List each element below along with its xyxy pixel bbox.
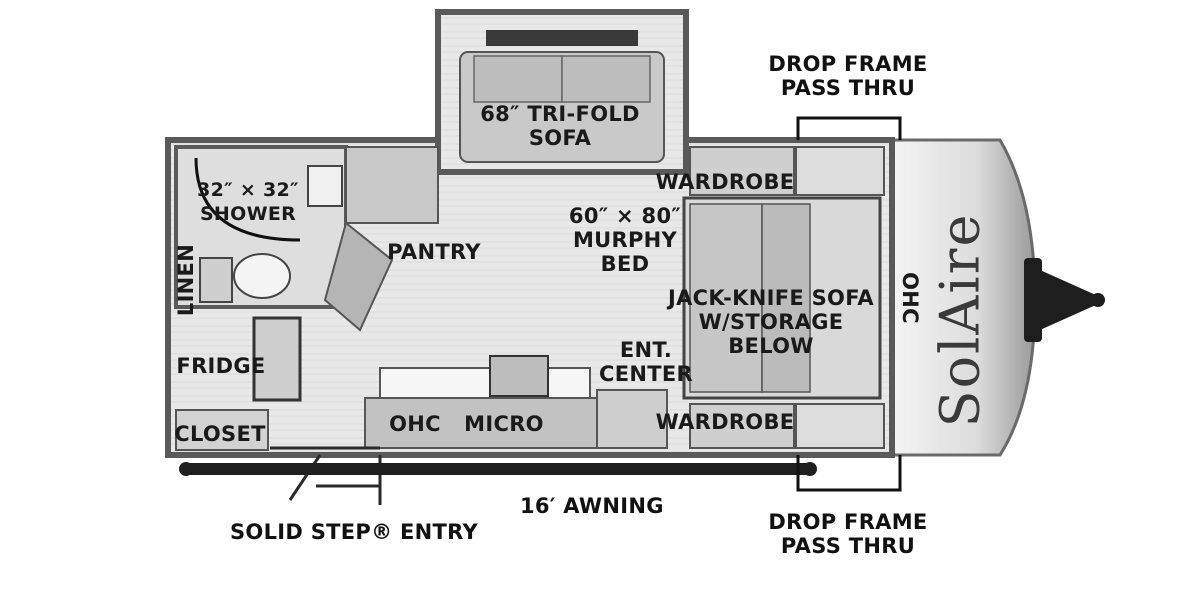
pantry-cabinet: [345, 146, 439, 224]
label-linen-text: LINEN: [174, 243, 198, 317]
label-ohc-kitchen-text: OHC: [389, 412, 441, 436]
label-wardrobe-bottom-text: WARDROBE: [655, 410, 795, 434]
label-drop-frame-top: DROP FRAME PASS THRU: [760, 52, 936, 100]
awning-bar: [180, 463, 816, 475]
fridge-box: [252, 316, 302, 402]
label-shower-line2: SHOWER: [199, 203, 297, 225]
label-awning-text: 16′ AWNING: [520, 494, 664, 518]
label-drop-frame-bottom-line2: PASS THRU: [780, 534, 916, 558]
label-jack-knife-line1: JACK-KNIFE SOFA: [668, 286, 874, 310]
wardrobe-bottom-box: [689, 403, 795, 449]
label-closet-text: CLOSET: [174, 422, 266, 446]
label-ohc-front-text: OHC: [898, 272, 922, 324]
brand-logo-text: SolAire: [928, 212, 992, 428]
label-drop-frame-top-line1: DROP FRAME: [768, 52, 928, 76]
label-tri-fold-sofa-line2: SOFA: [528, 126, 592, 150]
drop-frame-bracket-top: [796, 116, 902, 140]
label-wardrobe-top-text: WARDROBE: [655, 170, 795, 194]
label-jack-knife-line3: BELOW: [728, 334, 814, 358]
label-shower-line1: 32″ × 32″: [197, 179, 299, 201]
label-awning: 16′ AWNING: [520, 494, 664, 518]
wardrobe-top-box: [689, 146, 795, 196]
label-pantry-text: PANTRY: [387, 240, 481, 264]
label-tri-fold-sofa: 68″ TRI-FOLD SOFA: [470, 102, 650, 150]
label-jack-knife-line2: W/STORAGE: [698, 310, 844, 334]
label-micro-text: MICRO: [464, 412, 544, 436]
label-drop-frame-bottom-line1: DROP FRAME: [768, 510, 928, 534]
label-murphy-bed: 60″ × 80″ MURPHY BED: [560, 204, 690, 276]
label-pantry: PANTRY: [384, 240, 484, 264]
kitchen-counter: [379, 367, 591, 399]
label-ent-center-line2: CENTER: [599, 362, 693, 386]
label-murphy-bed-line3: BED: [600, 252, 650, 276]
label-tri-fold-sofa-line1: 68″ TRI-FOLD: [480, 102, 640, 126]
label-ohc-front: OHC: [898, 268, 922, 328]
hitch: [1024, 258, 1105, 342]
label-drop-frame-top-line2: PASS THRU: [780, 76, 916, 100]
closet-box: [175, 409, 269, 451]
label-micro: MICRO: [462, 412, 546, 436]
label-closet: CLOSET: [172, 422, 268, 446]
ent-center-cabinet: [596, 389, 668, 449]
label-fridge-text: FRIDGE: [176, 354, 266, 378]
label-murphy-bed-line2: MURPHY: [572, 228, 678, 252]
label-drop-frame-bottom: DROP FRAME PASS THRU: [760, 510, 936, 558]
label-ent-center: ENT. CENTER: [598, 338, 694, 386]
label-wardrobe-top: WARDROBE: [655, 170, 795, 194]
label-entry: SOLID STEP® ENTRY: [230, 520, 478, 544]
label-shower: 32″ × 32″ SHOWER: [188, 178, 308, 226]
label-entry-text: SOLID STEP® ENTRY: [230, 520, 478, 544]
label-jack-knife-sofa: JACK-KNIFE SOFA W/STORAGE BELOW: [668, 286, 874, 358]
label-ent-center-line1: ENT.: [619, 338, 673, 362]
label-murphy-bed-line1: 60″ × 80″: [568, 204, 682, 228]
label-fridge: FRIDGE: [176, 354, 266, 378]
label-ohc-kitchen: OHC: [384, 412, 446, 436]
drop-frame-bracket-bottom: [796, 455, 902, 492]
label-linen: LINEN: [174, 240, 198, 320]
label-wardrobe-bottom: WARDROBE: [655, 410, 795, 434]
